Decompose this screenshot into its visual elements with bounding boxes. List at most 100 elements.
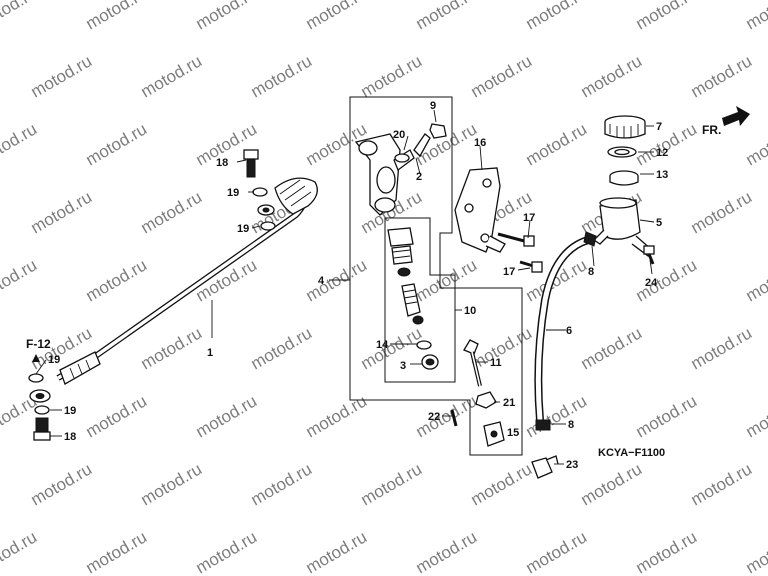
hose-joint xyxy=(531,455,559,479)
watermark-text: motod.ru xyxy=(688,51,756,101)
callout-22: 22 xyxy=(428,411,440,423)
callout-3: 3 xyxy=(400,360,406,372)
callout-9: 9 xyxy=(430,100,436,112)
watermark-text: motod.ru xyxy=(83,391,151,441)
watermark-text: motod.ru xyxy=(138,187,206,237)
callout-6: 6 xyxy=(566,325,572,337)
watermark-text: motod.ru xyxy=(0,0,40,33)
cylinder-fittings xyxy=(394,123,447,163)
watermark-text: motod.ru xyxy=(248,51,316,101)
kit-outline xyxy=(384,217,456,383)
watermark-text: motod.ru xyxy=(303,255,371,305)
watermark-text: motod.ru xyxy=(358,51,426,101)
watermark-text: motod.ru xyxy=(303,527,371,576)
watermark-text: motod.ru xyxy=(688,459,756,509)
watermark-text: motod.ru xyxy=(578,323,646,373)
reservoir-hose xyxy=(534,231,597,431)
watermark-text: motod.ru xyxy=(358,459,426,509)
callout-20: 20 xyxy=(393,129,405,141)
callout-16: 16 xyxy=(474,137,486,149)
reference-indicator: F-12 xyxy=(26,337,51,362)
brake-hose xyxy=(56,177,318,385)
assembly-outline xyxy=(349,96,523,456)
master-cylinder xyxy=(354,133,415,216)
piston-kit xyxy=(387,227,439,370)
callout-7: 7 xyxy=(656,121,662,133)
push-rod xyxy=(463,339,482,387)
watermark-text: motod.ru xyxy=(743,255,768,305)
watermark-text: motod.ru xyxy=(633,255,701,305)
watermark-text: motod.ru xyxy=(688,187,756,237)
watermark-text: motod.ru xyxy=(138,323,206,373)
callout-10: 10 xyxy=(464,305,476,317)
reference-label: F-12 xyxy=(26,337,51,351)
watermark-text: motod.ru xyxy=(28,187,96,237)
callout-12: 12 xyxy=(656,147,668,159)
rod-joint xyxy=(450,391,505,447)
watermark-text: motod.ru xyxy=(743,391,768,441)
callout-2: 2 xyxy=(416,171,422,183)
watermark-text: motod.ru xyxy=(523,391,591,441)
watermark-text: motod.ru xyxy=(0,255,40,305)
direction-indicator: FR. xyxy=(702,106,750,137)
banjo-bolt-bottom xyxy=(28,373,51,441)
watermark-text: motod.ru xyxy=(0,119,40,169)
direction-label: FR. xyxy=(702,123,721,137)
watermark-text: motod.ru xyxy=(523,119,591,169)
watermark-text: motod.ru xyxy=(83,0,151,33)
watermark-text: motod.ru xyxy=(28,51,96,101)
callout-14: 14 xyxy=(376,339,389,351)
callout-4: 4 xyxy=(318,275,325,287)
leader-lines xyxy=(35,109,655,465)
callout-8a: 8 xyxy=(588,266,594,278)
watermark-text: motod.ru xyxy=(193,391,261,441)
callout-17a: 17 xyxy=(523,212,535,224)
watermark-text: motod.ru xyxy=(633,391,701,441)
watermark-text: motod.ru xyxy=(578,51,646,101)
callout-23: 23 xyxy=(566,459,578,471)
watermark-text: motod.ru xyxy=(468,459,536,509)
watermark-text: motod.ru xyxy=(358,323,426,373)
watermark-text: motod.ru xyxy=(523,0,591,33)
reservoir xyxy=(592,115,653,257)
watermark-text: motod.ru xyxy=(303,0,371,33)
bracket-bolts xyxy=(497,232,543,273)
watermark-text: motod.ru xyxy=(413,0,481,33)
watermark-text: motod.ru xyxy=(633,0,701,33)
watermark-text: motod.ru xyxy=(193,0,261,33)
callout-11: 11 xyxy=(490,357,502,369)
callout-18b: 18 xyxy=(64,431,76,443)
watermark-text: motod.ru xyxy=(138,459,206,509)
watermark-text: motod.ru xyxy=(743,119,768,169)
callout-5: 5 xyxy=(656,217,662,229)
callout-labels: 1 2 3 4 5 6 7 8 8 9 10 11 12 13 14 15 16… xyxy=(48,100,668,471)
callout-15: 15 xyxy=(507,427,519,439)
watermark-text: motod.ru xyxy=(248,323,316,373)
watermark-text: motod.ru xyxy=(0,527,40,576)
watermark-text: motod.ru xyxy=(633,527,701,576)
watermark-text: motod.ru xyxy=(28,459,96,509)
callout-24: 24 xyxy=(645,277,658,289)
watermark-text: motod.ru xyxy=(743,0,768,33)
watermark-text: motod.ru xyxy=(83,119,151,169)
watermark-text: motod.ru xyxy=(83,255,151,305)
watermark-text: motod.ru xyxy=(688,323,756,373)
callout-19b: 19 xyxy=(237,223,249,235)
watermark-text: motod.ru xyxy=(303,391,371,441)
callout-19c: 19 xyxy=(48,354,60,366)
watermark-text: motod.ru xyxy=(523,527,591,576)
callout-19a: 19 xyxy=(227,187,239,199)
callout-19d: 19 xyxy=(64,405,76,417)
callout-21: 21 xyxy=(503,397,515,409)
mounting-bracket xyxy=(454,167,506,253)
callout-17b: 17 xyxy=(503,266,515,278)
watermark-text: motod.ru xyxy=(193,527,261,576)
watermark-text: motod.ru xyxy=(413,255,481,305)
reservoir-screw xyxy=(643,245,655,265)
callout-13: 13 xyxy=(656,169,668,181)
watermark-text: motod.ru xyxy=(248,459,316,509)
callout-8b: 8 xyxy=(568,419,574,431)
banjo-bolt-top xyxy=(243,149,276,231)
watermark-text: motod.ru xyxy=(413,527,481,576)
watermark-text: motod.ru xyxy=(468,51,536,101)
